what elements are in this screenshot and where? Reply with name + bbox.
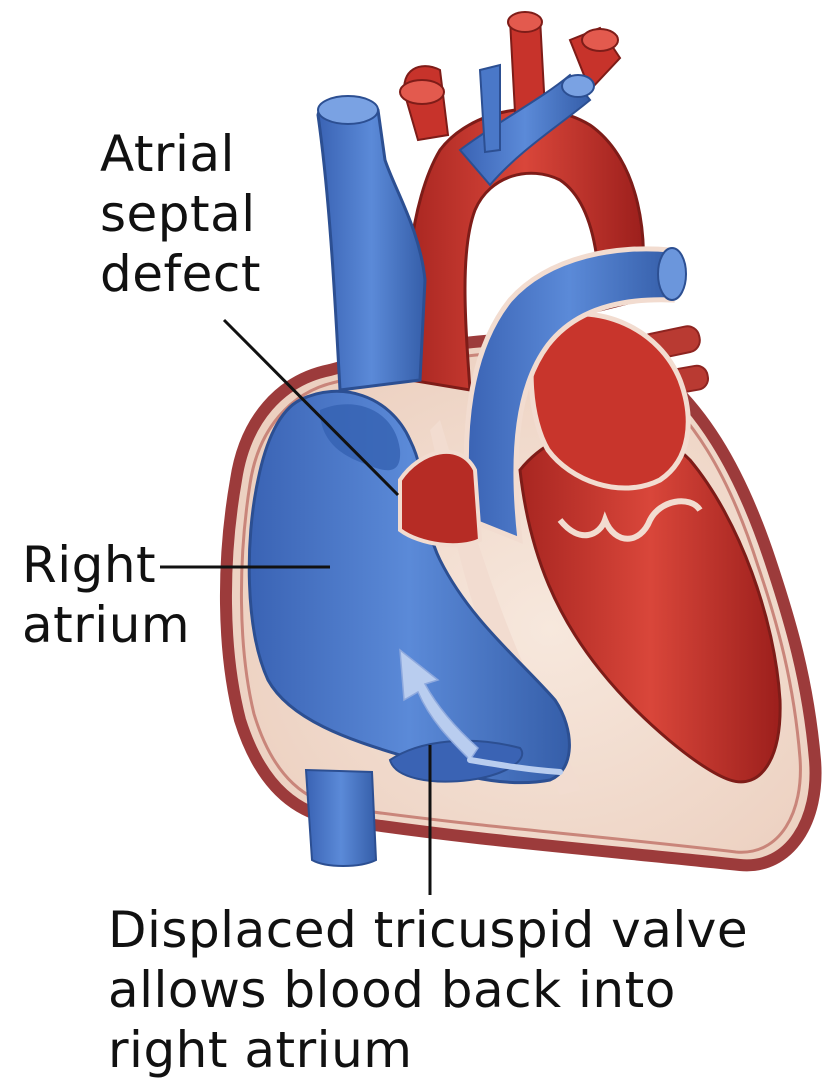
label-atrial-septal-defect: Atrial septal defect bbox=[100, 124, 261, 304]
label-line: allows blood back into bbox=[108, 960, 748, 1020]
label-line: Atrial bbox=[100, 124, 261, 184]
label-line: Displaced tricuspid valve bbox=[108, 900, 748, 960]
inferior-vena-cava bbox=[306, 770, 376, 866]
label-tricuspid-valve: Displaced tricuspid valve allows blood b… bbox=[108, 900, 748, 1080]
label-line: Right bbox=[22, 535, 190, 595]
label-line: right atrium bbox=[108, 1020, 748, 1080]
label-line: septal bbox=[100, 184, 261, 244]
svc-opening bbox=[318, 96, 378, 124]
label-line: atrium bbox=[22, 595, 190, 655]
aortic-root bbox=[400, 452, 480, 545]
label-line: defect bbox=[100, 244, 261, 304]
superior-vena-cava bbox=[318, 101, 425, 390]
label-right-atrium: Right atrium bbox=[22, 535, 190, 655]
